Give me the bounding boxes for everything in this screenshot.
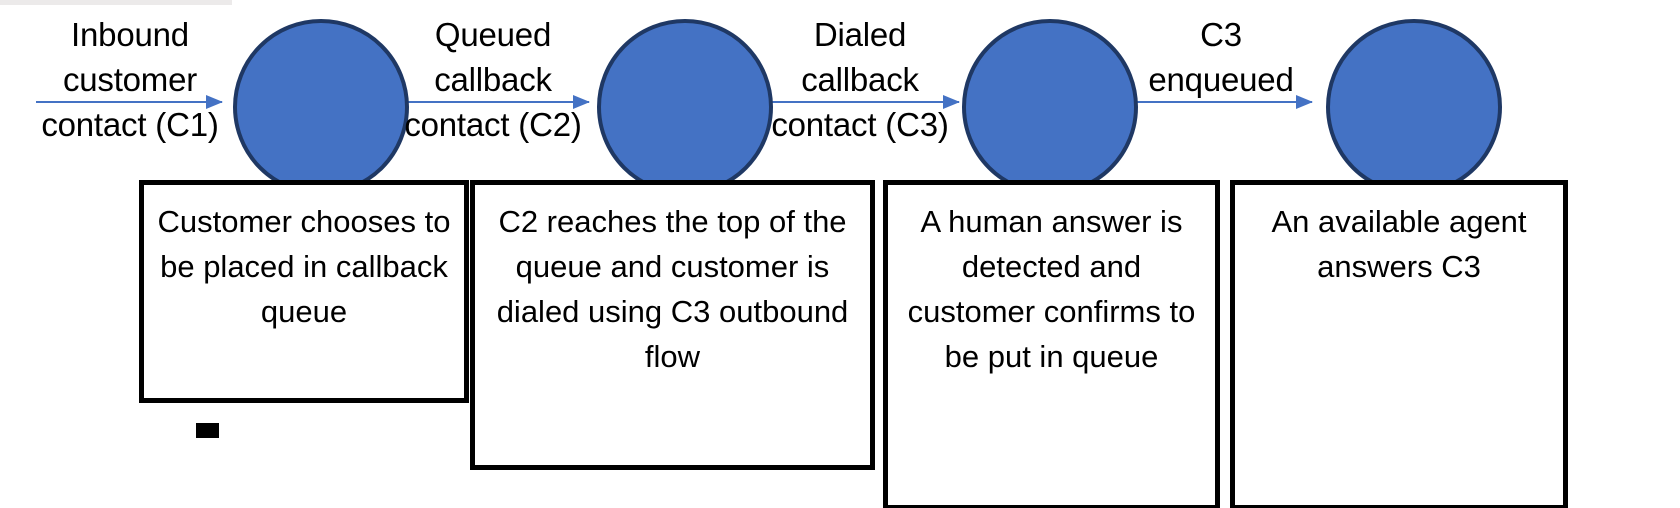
arrow-head	[206, 95, 223, 109]
edge-label-line-1: Inbound	[71, 16, 189, 53]
edge-label-line-2: callback	[801, 61, 919, 98]
arrow-shaft	[399, 101, 589, 103]
edge-label-line-1: Dialed	[813, 16, 907, 53]
state-circle-1	[233, 19, 409, 195]
description-box-4: An available agent answers C3	[1230, 180, 1568, 508]
arrow-head	[573, 95, 590, 109]
slide-edge-sliver	[0, 0, 232, 5]
edge-label-line-3: enqueued	[1148, 61, 1294, 98]
arrow-shaft	[763, 101, 959, 103]
description-box-1-text: Customer chooses to be placed in callbac…	[157, 204, 451, 329]
arrow-node2-to-node3	[763, 95, 960, 109]
state-circle-4	[1326, 19, 1502, 195]
edge-label-line-2: customer	[62, 61, 198, 98]
edge-label-line-3: contact (C1)	[41, 106, 219, 143]
edge-label-inbound: Inbound customer contact (C1)	[10, 12, 250, 147]
description-box-3-text: A human answer is detected and customer …	[907, 204, 1196, 374]
description-box-2-text: C2 reaches the top of the queue and cust…	[496, 204, 849, 374]
edge-label-line-2: callback	[434, 61, 552, 98]
edge-label-line-3: contact (C2)	[404, 106, 582, 143]
edge-label-c3-enqueued: C3 enqueued	[1126, 12, 1316, 102]
bullet-square-mark	[196, 423, 219, 438]
edge-label-line-2: C3	[1200, 16, 1242, 53]
description-box-4-text: An available agent answers C3	[1271, 204, 1527, 284]
arrow-node1-to-node2	[399, 95, 590, 109]
arrow-shaft	[1128, 101, 1312, 103]
arrow-inbound-to-node1	[36, 95, 223, 109]
edge-label-dialed-callback: Dialed callback contact (C3)	[740, 12, 980, 147]
state-circle-2	[597, 19, 773, 195]
edge-label-line-1: Queued	[434, 16, 552, 53]
arrow-head	[1296, 95, 1313, 109]
description-box-2: C2 reaches the top of the queue and cust…	[470, 180, 875, 470]
description-box-3: A human answer is detected and customer …	[883, 180, 1220, 508]
edge-label-line-3: contact (C3)	[771, 106, 949, 143]
arrow-node3-to-node4	[1128, 95, 1313, 109]
arrow-shaft	[36, 101, 222, 103]
edge-label-queued-callback: Queued callback contact (C2)	[373, 12, 613, 147]
description-box-1: Customer chooses to be placed in callbac…	[139, 180, 469, 403]
arrow-head	[943, 95, 960, 109]
state-circle-3	[962, 19, 1138, 195]
